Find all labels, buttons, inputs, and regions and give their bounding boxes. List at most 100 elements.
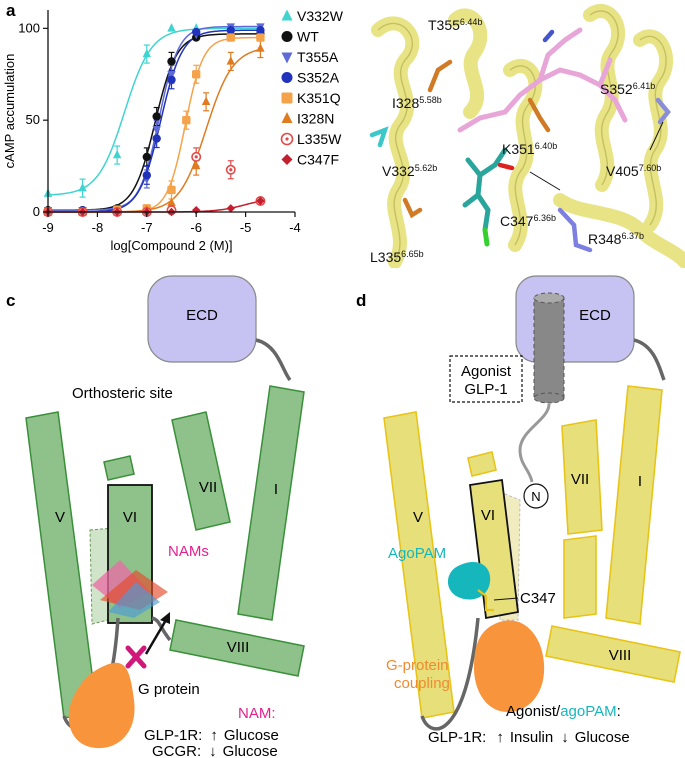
chart-point: [226, 26, 235, 35]
helix-vii-lower-d: [563, 535, 597, 619]
chart-point: [256, 43, 265, 52]
chart-legend-entry: V332W: [297, 8, 344, 24]
chart-point: [167, 197, 176, 207]
chart-point: [281, 112, 293, 123]
chart-point: [112, 149, 122, 159]
agonist-label: Agonist: [461, 363, 512, 380]
chart-point: [152, 134, 161, 143]
chart-point: [226, 33, 235, 42]
chart-legend-entry: WT: [297, 29, 319, 45]
chart-point: [152, 112, 161, 121]
ecd-label-d: ECD: [579, 307, 611, 324]
helix-vii-label: VII: [199, 479, 217, 496]
chart-series-line: [48, 29, 261, 213]
helix-vii: [171, 411, 231, 531]
block-mark-icon: [125, 645, 147, 669]
residue-label-r348: R3486.37b: [588, 231, 644, 247]
chart-series-line: [48, 48, 261, 213]
chart-x-tick-label: -7: [141, 220, 153, 235]
helix-ribbon-edges: [377, 10, 667, 263]
chart-point: [281, 72, 293, 83]
chart-point: [281, 31, 293, 42]
nam-row-gcgr: GCGR:↓Glucose: [152, 743, 278, 758]
chart-point: [167, 57, 176, 66]
nams-label: NAMs: [168, 543, 209, 560]
helix-v-label-d: V: [413, 509, 423, 526]
residue-label-v332: V3325.62b: [382, 163, 437, 179]
helix-viii-d: [545, 625, 681, 683]
chart-legend-entry: L335W: [297, 131, 342, 147]
agonist-box: [449, 355, 523, 403]
n-terminus-label: N: [531, 489, 540, 504]
helix-i-label-d: I: [638, 473, 642, 490]
chart-point: [281, 92, 293, 104]
agopam-effects-row: GLP-1R:↑Insulin↓Glucose: [428, 729, 630, 746]
chart-point: [152, 126, 161, 135]
agopam-schematic-panel: ECD Agonist GLP-1 N V VI VII I VIII: [383, 275, 681, 746]
helix-vi-top-d: [467, 451, 497, 477]
compound-2-model: [462, 147, 508, 233]
g-protein-coupling-label: G-protein: [386, 657, 449, 674]
chart-y-tick-label: 50: [26, 112, 40, 127]
chart-point: [256, 196, 265, 206]
c347-label: C347: [520, 590, 556, 607]
chart-point: [142, 171, 151, 180]
chart-point: [281, 154, 293, 165]
chart-x-tick-label: -9: [42, 220, 54, 235]
n-terminus-marker: [523, 483, 549, 509]
chart-point: [78, 182, 87, 192]
chart-x-tick-label: -6: [190, 220, 202, 235]
chart-point: [281, 9, 293, 21]
chart-point: [167, 71, 176, 80]
g-protein-label: G protein: [138, 681, 200, 698]
residue-label-v405: V4057.60b: [606, 163, 661, 179]
panel-label-a: a: [6, 1, 16, 20]
chart-point: [182, 115, 191, 125]
helix-v-label: V: [55, 509, 65, 526]
helix-vii-d: [561, 419, 603, 535]
helix-i-d: [605, 385, 663, 625]
glp1-label: GLP-1: [464, 381, 507, 398]
chart-legend-entry: T355A: [297, 49, 339, 65]
helix-vii-label-d: VII: [571, 471, 589, 488]
structure-panel: T3556.44b I3285.58b S3526.41b K3516.40b …: [356, 0, 685, 268]
helix-i-label: I: [274, 481, 278, 498]
helix-viii-label-d: VIII: [609, 647, 632, 664]
chart-point: [226, 204, 235, 213]
chart-x-axis-label: log[Compound 2 (M)]: [110, 238, 232, 253]
chart-series-line: [47, 33, 261, 211]
helix-v-d: [383, 411, 455, 719]
agopam-label: AgoPAM: [388, 545, 446, 562]
chart-legend-entry: K351Q: [297, 90, 341, 106]
chart-point: [201, 96, 211, 106]
chart-point: [142, 152, 151, 162]
helix-viii-label: VIII: [227, 639, 250, 656]
chart-point-dot: [229, 168, 233, 172]
blocked-arrow: [144, 619, 168, 655]
nam-schematic-panel: ECD Orthosteric site V VI VII I VIII NAM…: [25, 275, 305, 758]
helix-vi-label: VI: [123, 509, 137, 526]
chart-point: [256, 33, 265, 42]
ecd-label: ECD: [186, 307, 218, 324]
chart-legend-entry: I328N: [297, 111, 334, 127]
helix-vi-label-d: VI: [481, 507, 495, 524]
helix-vi-top: [103, 455, 135, 481]
residue-label-s352: S3526.41b: [600, 81, 655, 97]
panel-label-c: c: [6, 291, 15, 310]
coupling-label: coupling: [394, 675, 450, 692]
chart-y-tick-label: 0: [33, 204, 40, 219]
g-protein-blob-d: [474, 620, 545, 712]
nam-heading: NAM:: [238, 705, 276, 722]
residue-label-t355: T3556.44b: [428, 17, 482, 33]
chart-x-tick-label: -8: [92, 220, 104, 235]
chart-point: [167, 185, 176, 195]
chart-point: [192, 160, 201, 170]
orthosteric-site-label: Orthosteric site: [72, 385, 173, 402]
helix-v: [25, 411, 98, 719]
chart-point: [167, 75, 176, 84]
ecd-domain: [147, 275, 257, 363]
